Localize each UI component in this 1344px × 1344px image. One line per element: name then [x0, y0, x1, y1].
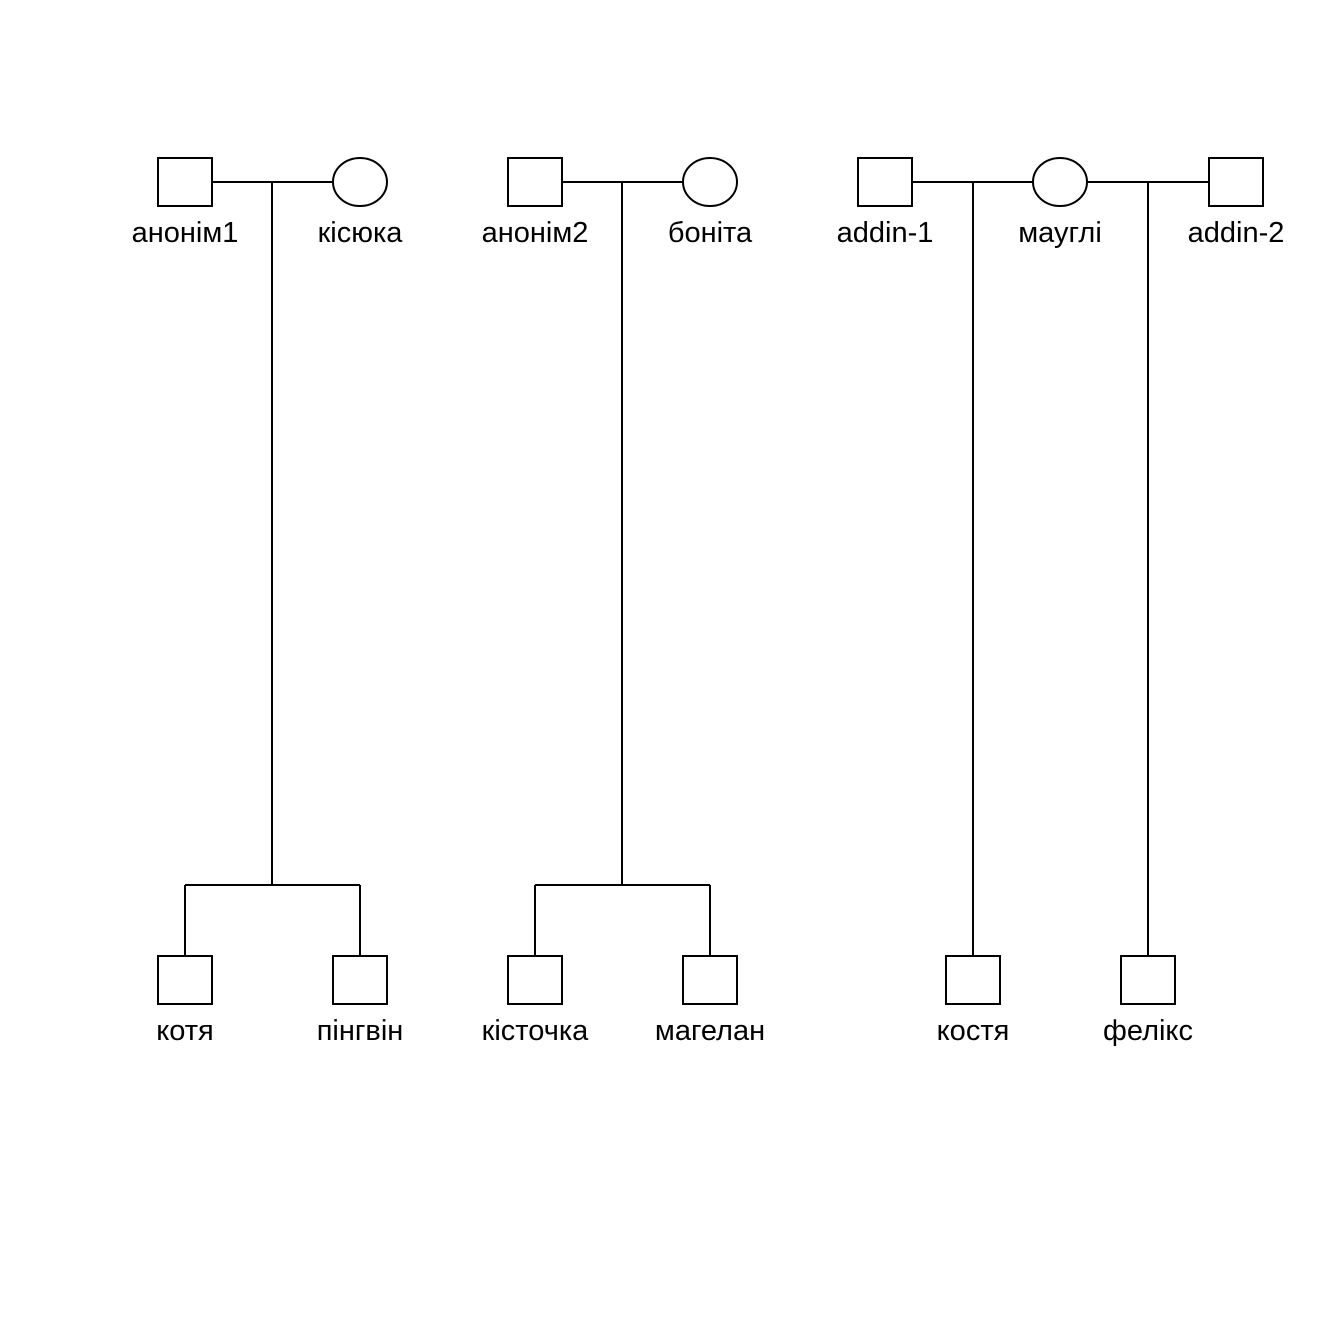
male-symbol-kot: [157, 955, 213, 1005]
male-symbol-ad2: [1208, 157, 1264, 207]
male-symbol-a2: [507, 157, 563, 207]
label-kst: кісточка: [482, 1015, 590, 1047]
label-ad1: addin-1: [837, 217, 934, 249]
label-kos: костя: [937, 1015, 1010, 1047]
label-bon: боніта: [668, 217, 753, 249]
label-mag: магелан: [655, 1015, 765, 1047]
label-a1: анонім1: [132, 217, 239, 249]
female-symbol-bon: [682, 157, 738, 207]
female-symbol-mau: [1032, 157, 1088, 207]
label-pin: пінгвін: [317, 1015, 404, 1047]
relationship-lines: [184, 181, 1209, 956]
label-ad2: addin-2: [1188, 217, 1285, 249]
male-symbol-kos: [945, 955, 1001, 1005]
male-symbol-kst: [507, 955, 563, 1005]
male-symbol-a1: [157, 157, 213, 207]
label-a2: анонім2: [482, 217, 589, 249]
individual-labels: анонім1 кісюка анонім2 боніта addin-1 мауглі a…: [132, 217, 1285, 1047]
label-mau: мауглі: [1018, 217, 1102, 249]
male-symbol-mag: [682, 955, 738, 1005]
individual-symbols: [157, 157, 1264, 1005]
male-symbol-fel: [1120, 955, 1176, 1005]
female-symbol-kis: [332, 157, 388, 207]
male-symbol-ad1: [857, 157, 913, 207]
label-kis: кісюка: [318, 217, 404, 249]
label-fel: фелікс: [1103, 1015, 1193, 1047]
male-symbol-pin: [332, 955, 388, 1005]
label-kot: котя: [156, 1015, 214, 1047]
